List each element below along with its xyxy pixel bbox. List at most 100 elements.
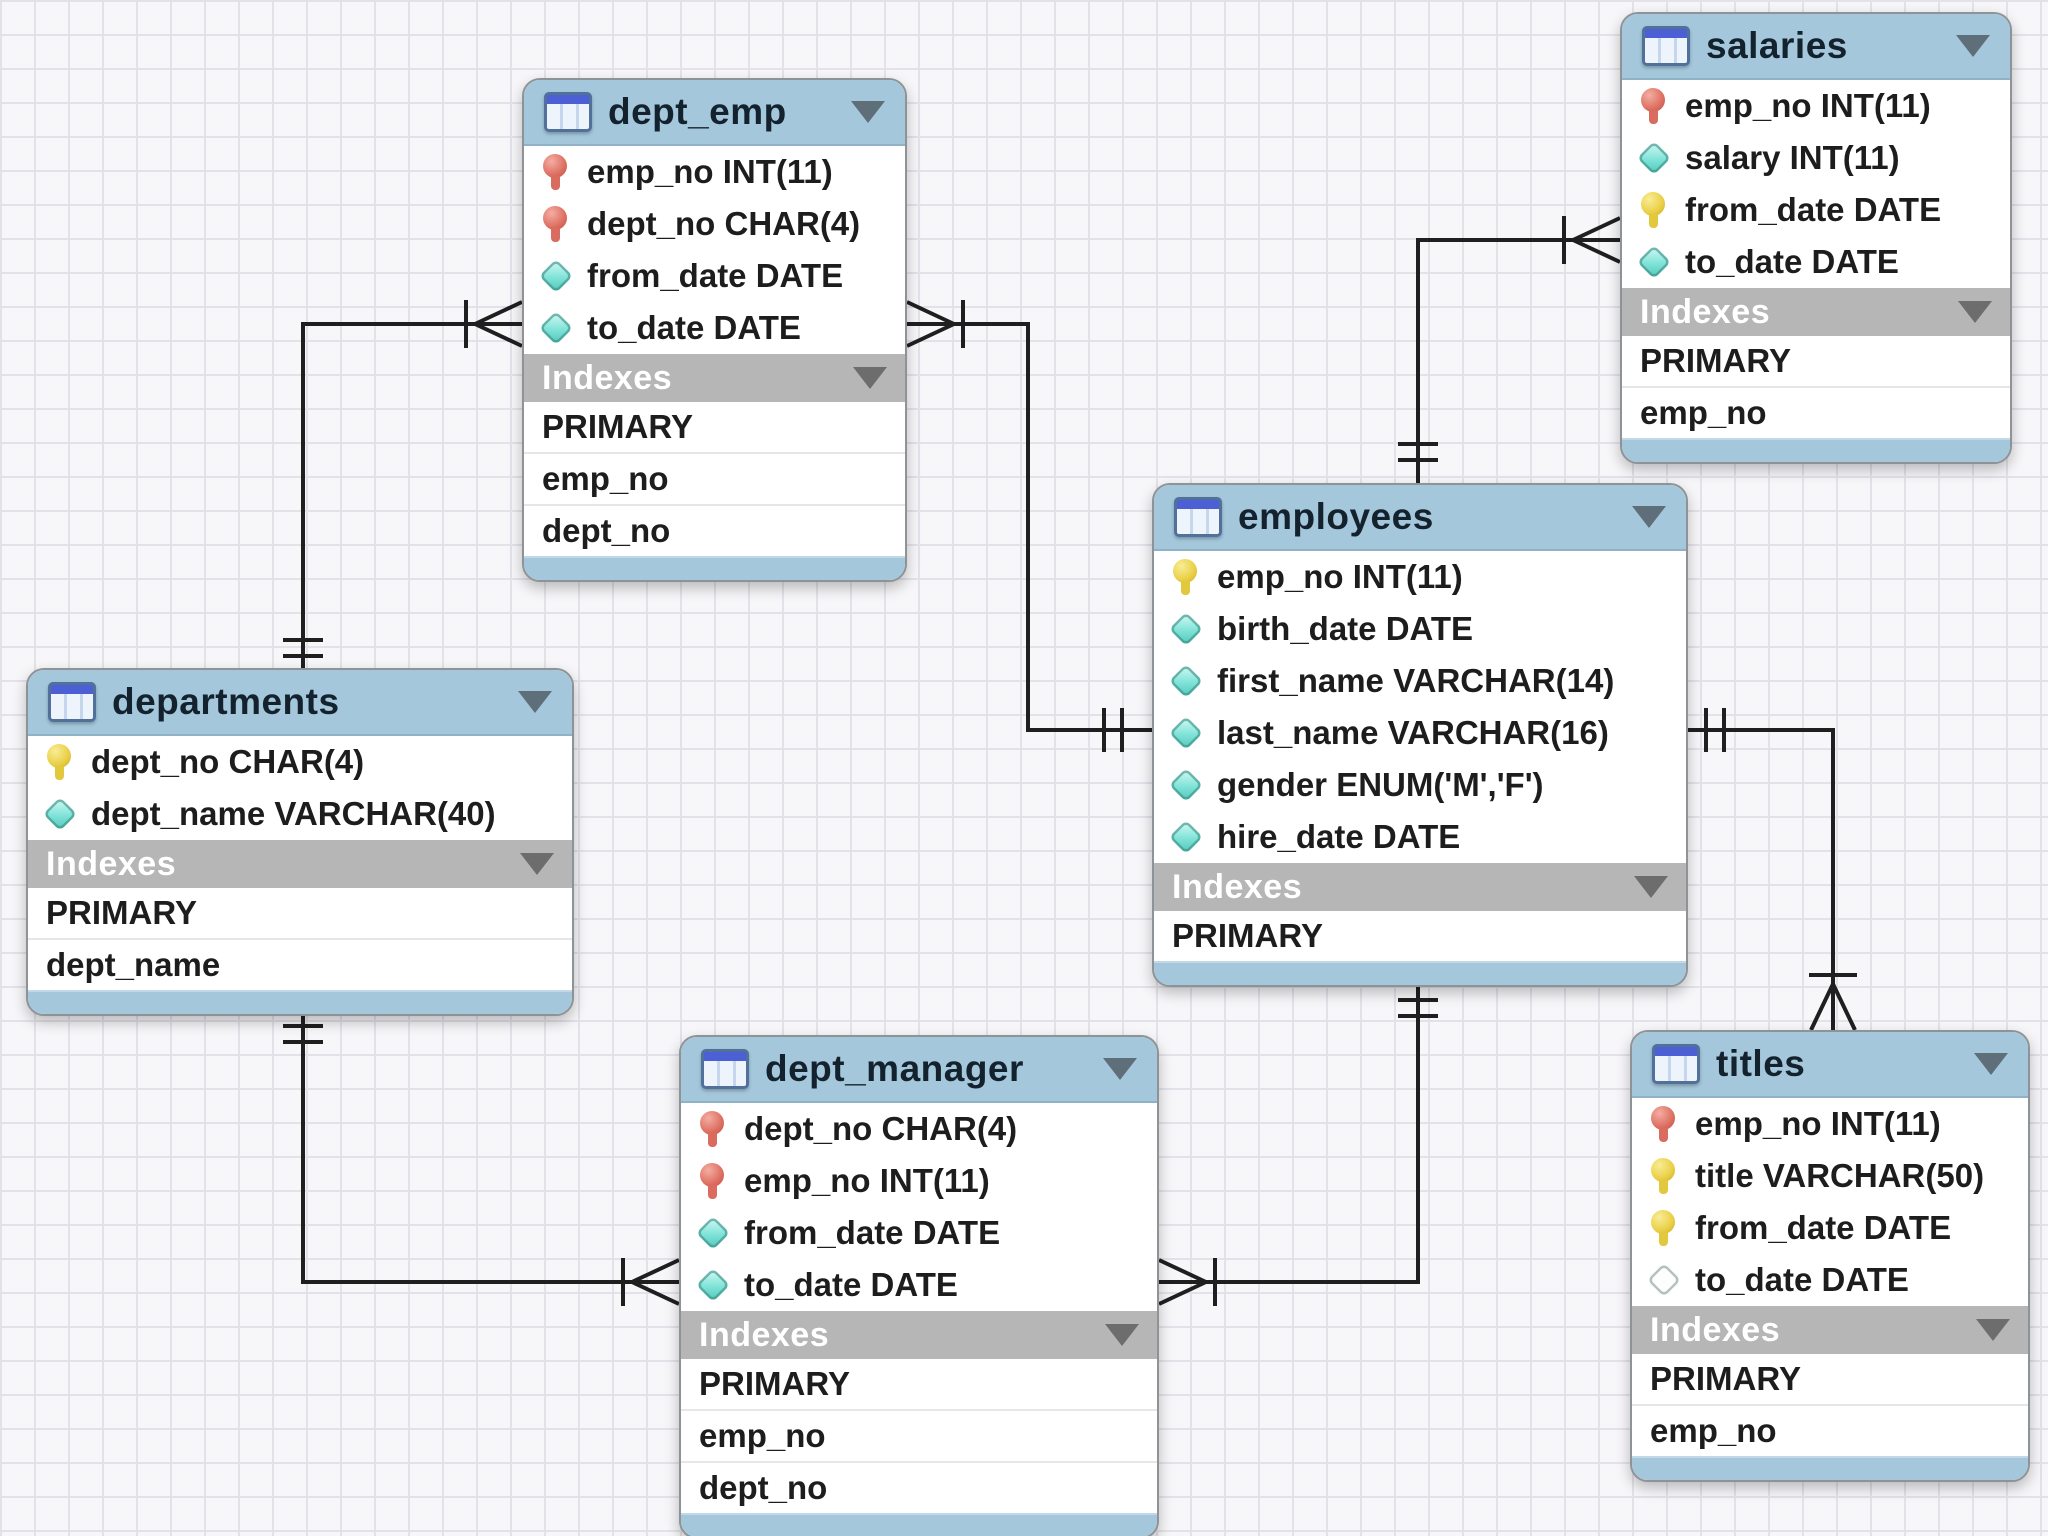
chevron-down-icon[interactable] [1103,1058,1137,1080]
column-row[interactable]: to_date DATE [1632,1254,2028,1306]
connector-line[interactable] [1206,985,1420,1284]
index-row[interactable]: PRIMARY [1632,1354,2028,1404]
indexes-label: Indexes [699,1315,830,1354]
column-row[interactable]: emp_no INT(11) [1632,1098,2028,1150]
column-row[interactable]: to_date DATE [524,302,905,354]
chevron-down-icon[interactable] [1105,1324,1139,1346]
column-row[interactable]: title VARCHAR(50) [1632,1150,2028,1202]
index-row[interactable]: emp_no [1622,386,2010,438]
table-title: salaries [1706,25,1848,66]
column-row[interactable]: from_date DATE [1622,184,2010,236]
chevron-down-icon[interactable] [1974,1053,2008,1075]
connector-line[interactable] [954,322,1152,732]
column-row[interactable]: last_name VARCHAR(16) [1154,707,1686,759]
column-row[interactable]: to_date DATE [1622,236,2010,288]
column-label: hire_date DATE [1217,818,1461,855]
table-employees[interactable]: employees emp_no INT(11) birth_date DATE… [1152,483,1688,987]
diamond-icon [1170,816,1202,858]
table-header[interactable]: salaries [1622,14,2010,80]
column-label: to_date DATE [744,1266,958,1303]
table-footer [681,1513,1157,1536]
table-header[interactable]: departments [28,670,572,736]
relationship-employees-titles[interactable] [1688,708,1857,1031]
index-row[interactable]: PRIMARY [1154,911,1686,961]
indexes-label: Indexes [46,844,177,883]
table-titles[interactable]: titles emp_no INT(11) title VARCHAR(50) … [1630,1030,2030,1482]
index-row[interactable]: PRIMARY [681,1359,1157,1409]
table-title: employees [1238,496,1434,537]
column-label: dept_no CHAR(4) [91,743,365,780]
index-row[interactable]: emp_no [681,1409,1157,1461]
column-row[interactable]: dept_no CHAR(4) [28,736,572,788]
table-header[interactable]: titles [1632,1032,2028,1098]
table-icon [701,1049,749,1089]
index-row[interactable]: dept_no [681,1461,1157,1513]
chevron-down-icon[interactable] [1958,301,1992,323]
relationship-employees-dept_manager[interactable] [1158,985,1438,1306]
chevron-down-icon[interactable] [1956,35,1990,57]
column-row[interactable]: hire_date DATE [1154,811,1686,863]
index-row[interactable]: PRIMARY [1622,336,2010,386]
table-footer [1154,961,1686,985]
chevron-down-icon[interactable] [851,101,885,123]
relationship-employees-dept_emp[interactable] [906,300,1152,752]
column-row[interactable]: salary INT(11) [1622,132,2010,184]
index-row[interactable]: PRIMARY [524,402,905,452]
table-dept-emp[interactable]: dept_emp emp_no INT(11) dept_no CHAR(4) … [522,78,907,582]
indexes-header[interactable]: Indexes [681,1311,1157,1359]
chevron-down-icon[interactable] [520,853,554,875]
index-row[interactable]: PRIMARY [28,888,572,938]
column-row[interactable]: birth_date DATE [1154,603,1686,655]
chevron-down-icon[interactable] [1976,1319,2010,1341]
relationship-employees-salaries[interactable] [1398,216,1621,483]
relationship-departments-dept_manager[interactable] [283,1012,680,1306]
table-header[interactable]: dept_emp [524,80,905,146]
connector-line[interactable] [1688,728,1835,984]
indexes-header[interactable]: Indexes [1154,863,1686,911]
chevron-down-icon[interactable] [518,691,552,713]
connector-line[interactable] [1416,238,1573,483]
mandatory-one-double-tick-icon [1398,998,1438,1018]
indexes-header[interactable]: Indexes [1622,288,2010,336]
index-name: PRIMARY [1172,917,1323,954]
table-header[interactable]: employees [1154,485,1686,551]
key-red-icon [1638,85,1670,127]
column-row[interactable]: dept_no CHAR(4) [524,198,905,250]
column-row[interactable]: gender ENUM('M','F') [1154,759,1686,811]
index-row[interactable]: dept_name [28,938,572,990]
connector-line[interactable] [301,1012,632,1284]
table-dept-manager[interactable]: dept_manager dept_no CHAR(4) emp_no INT(… [679,1035,1159,1536]
column-row[interactable]: first_name VARCHAR(14) [1154,655,1686,707]
diamond-icon [1170,712,1202,754]
column-row[interactable]: to_date DATE [681,1259,1157,1311]
index-name: dept_no [699,1469,828,1506]
index-row[interactable]: dept_no [524,504,905,556]
column-row[interactable]: emp_no INT(11) [1154,551,1686,603]
indexes-header[interactable]: Indexes [524,354,905,402]
chevron-down-icon[interactable] [1634,876,1668,898]
diamond-icon [1170,608,1202,650]
mandatory-one-double-tick-icon [1102,708,1124,752]
indexes-header[interactable]: Indexes [28,840,572,888]
table-header[interactable]: dept_manager [681,1037,1157,1103]
index-row[interactable]: emp_no [1632,1404,2028,1456]
table-icon [1174,497,1222,537]
chevron-down-icon[interactable] [1632,506,1666,528]
column-row[interactable]: emp_no INT(11) [681,1155,1157,1207]
connector-line[interactable] [301,322,475,668]
indexes-header[interactable]: Indexes [1632,1306,2028,1354]
mandatory-one-double-tick-icon [283,1024,323,1044]
relationship-departments-dept_emp[interactable] [283,300,523,668]
chevron-down-icon[interactable] [853,367,887,389]
index-row[interactable]: emp_no [524,452,905,504]
column-row[interactable]: emp_no INT(11) [524,146,905,198]
column-row[interactable]: dept_name VARCHAR(40) [28,788,572,840]
column-row[interactable]: from_date DATE [681,1207,1157,1259]
column-row[interactable]: dept_no CHAR(4) [681,1103,1157,1155]
table-departments[interactable]: departments dept_no CHAR(4) dept_name VA… [26,668,574,1016]
column-row[interactable]: from_date DATE [524,250,905,302]
column-row[interactable]: from_date DATE [1632,1202,2028,1254]
column-row[interactable]: emp_no INT(11) [1622,80,2010,132]
table-salaries[interactable]: salaries emp_no INT(11) salary INT(11) f… [1620,12,2012,464]
column-label: last_name VARCHAR(16) [1217,714,1609,751]
